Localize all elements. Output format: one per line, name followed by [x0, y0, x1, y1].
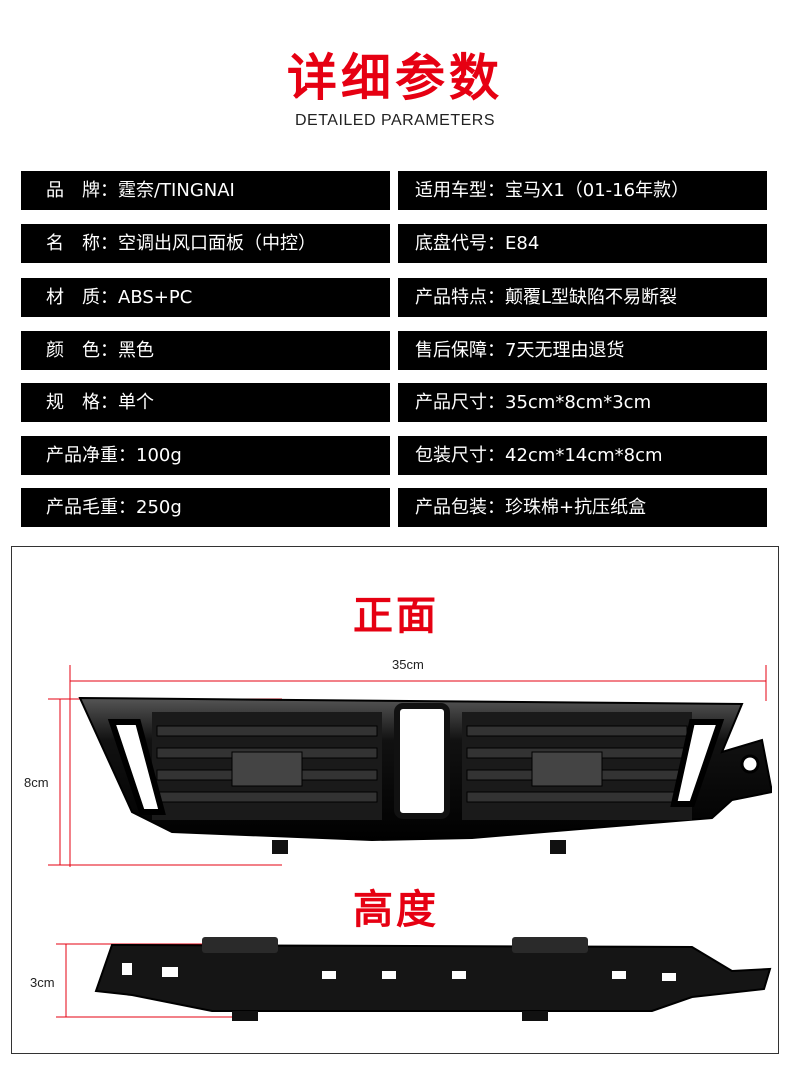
param-label: 产品净重： [46, 445, 136, 466]
param-spec: 规 格：单个 [21, 383, 390, 422]
front-height-label: 8cm [24, 775, 49, 790]
param-value: 42cm*14cm*8cm [505, 445, 663, 466]
param-label: 适用车型： [415, 180, 505, 201]
param-label: 颜 色： [46, 340, 118, 361]
param-value: 霆奈/TINGNAI [118, 180, 235, 201]
param-value: 7天无理由退货 [505, 340, 625, 361]
parameter-table: 品 牌：霆奈/TINGNAI 适用车型：宝马X1（01-16年款） 名 称：空调… [21, 171, 767, 527]
param-value: 黑色 [118, 340, 154, 361]
vent-panel-side-image [94, 937, 772, 1021]
page-title: 详细参数 [287, 49, 503, 107]
param-label: 名 称： [46, 233, 118, 254]
param-value: E84 [505, 233, 540, 254]
side-height-label: 3cm [30, 975, 55, 990]
param-vehicle: 适用车型：宝马X1（01-16年款） [398, 171, 767, 210]
param-label: 产品尺寸： [415, 392, 505, 413]
param-value: 宝马X1（01-16年款） [505, 180, 690, 201]
param-label: 产品特点： [415, 287, 505, 308]
param-package-size: 包装尺寸：42cm*14cm*8cm [398, 436, 767, 475]
param-value: 100g [136, 445, 182, 466]
param-net-weight: 产品净重：100g [21, 436, 390, 475]
param-value: 珍珠棉+抗压纸盒 [505, 497, 647, 518]
param-value: 空调出风口面板（中控） [118, 233, 316, 254]
product-photo-panel: 正面 35cm 8cm [11, 546, 779, 1054]
page-subtitle: DETAILED PARAMETERS [294, 112, 496, 129]
param-label: 产品包装： [415, 497, 505, 518]
param-name: 名 称：空调出风口面板（中控） [21, 224, 390, 263]
param-warranty: 售后保障：7天无理由退货 [398, 331, 767, 370]
vent-panel-front-image [78, 696, 772, 854]
param-label: 产品毛重： [46, 497, 136, 518]
param-label: 材 质： [46, 287, 118, 308]
param-label: 售后保障： [415, 340, 505, 361]
param-label: 底盘代号： [415, 233, 505, 254]
param-brand: 品 牌：霆奈/TINGNAI [21, 171, 390, 210]
param-chassis: 底盘代号：E84 [398, 224, 767, 263]
front-width-label: 35cm [392, 657, 424, 672]
param-label: 规 格： [46, 392, 118, 413]
param-color: 颜 色：黑色 [21, 331, 390, 370]
param-size: 产品尺寸：35cm*8cm*3cm [398, 383, 767, 422]
param-value: 单个 [118, 392, 154, 413]
param-value: ABS+PC [118, 287, 193, 308]
param-value: 35cm*8cm*3cm [505, 392, 652, 413]
param-label: 品 牌： [46, 180, 118, 201]
front-view-title: 正面 [353, 593, 439, 639]
param-value: 250g [136, 497, 182, 518]
param-value: 颠覆L型缺陷不易断裂 [505, 287, 678, 308]
param-gross-weight: 产品毛重：250g [21, 488, 390, 527]
param-material: 材 质：ABS+PC [21, 278, 390, 317]
param-packaging: 产品包装：珍珠棉+抗压纸盒 [398, 488, 767, 527]
side-view-title: 高度 [353, 887, 439, 933]
param-label: 包装尺寸： [415, 445, 505, 466]
param-feature: 产品特点：颠覆L型缺陷不易断裂 [398, 278, 767, 317]
